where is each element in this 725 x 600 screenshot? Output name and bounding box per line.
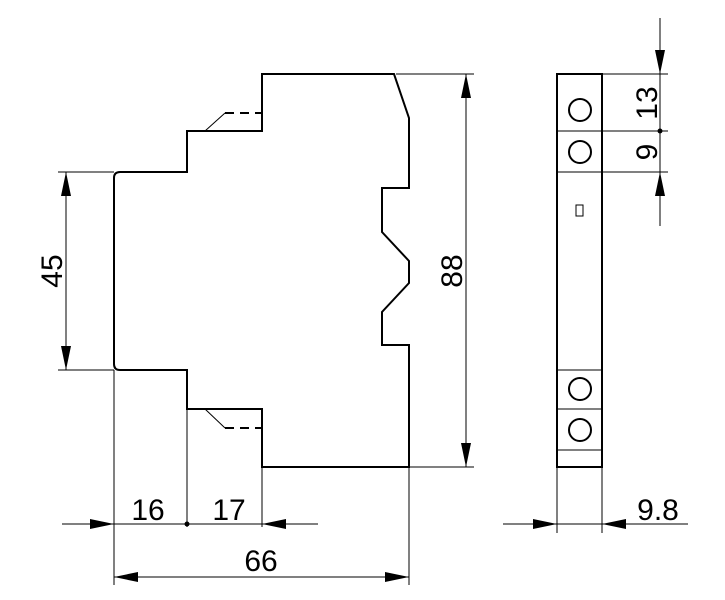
side-view-outline — [556, 73, 603, 468]
side-view — [556, 73, 603, 468]
arrow-head — [461, 74, 471, 98]
front-view-outline — [113, 73, 410, 468]
dim-45: 45 — [36, 171, 114, 371]
terminal-screw — [568, 377, 592, 401]
dim-node-dot — [657, 128, 663, 134]
indicator-window — [575, 204, 584, 217]
arrow-head — [61, 346, 71, 370]
dim-label-16: 16 — [131, 494, 164, 527]
arrow-head — [533, 519, 557, 529]
dim-label-17: 17 — [212, 494, 245, 527]
terminal-screw — [568, 98, 592, 122]
arrow-head — [461, 443, 471, 467]
arrow-head — [90, 519, 114, 529]
dim-13-9: 13 9 — [602, 18, 668, 226]
dim-9-8: 9.8 — [503, 467, 688, 533]
dim-label-66: 66 — [244, 545, 277, 578]
arrow-head — [655, 172, 665, 196]
dim-label-45: 45 — [36, 254, 69, 287]
arrow-head — [61, 172, 71, 196]
dim-label-88: 88 — [436, 254, 469, 287]
dim-label-9-8: 9.8 — [637, 494, 679, 527]
arrow-head — [655, 50, 665, 74]
terminal-screw — [568, 418, 592, 442]
arrow-head — [385, 572, 409, 582]
top-latch-slant — [204, 112, 226, 132]
front-view — [113, 73, 410, 468]
dim-label-9: 9 — [631, 144, 664, 161]
arrow-head — [602, 519, 626, 529]
dim-label-13: 13 — [631, 86, 664, 119]
dim-66: 66 — [114, 467, 410, 585]
arrow-head — [114, 572, 138, 582]
terminal-screw — [568, 140, 592, 164]
arrow-head — [262, 519, 286, 529]
dim-node-dot — [184, 521, 190, 527]
dim-88: 88 — [396, 73, 474, 468]
bottom-latch-slant — [204, 408, 226, 429]
dim-16-17: 16 17 — [62, 370, 318, 585]
